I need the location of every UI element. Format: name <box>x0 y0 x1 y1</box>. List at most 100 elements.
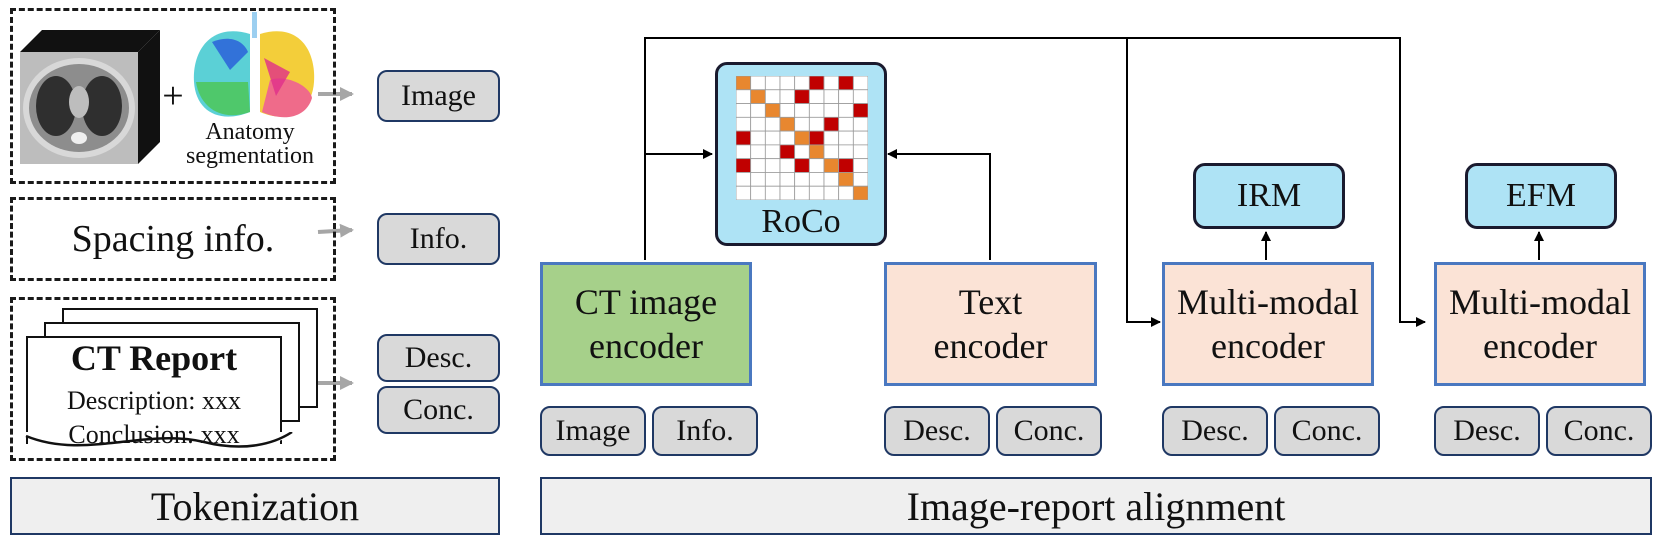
report-title: CT Report <box>70 338 238 378</box>
mm-encoder2-line2: encoder <box>1483 326 1597 366</box>
matrix-diagonal-cell <box>750 89 766 104</box>
matrix-cell <box>764 76 781 91</box>
matrix-cell <box>852 76 868 91</box>
info-token: Info. <box>377 213 500 265</box>
matrix-cell <box>779 185 796 200</box>
matrix-highlight-cell <box>808 76 825 91</box>
matrix-highlight-cell <box>838 158 854 173</box>
matrix-cell <box>750 116 766 132</box>
matrix-highlight-cell <box>736 158 752 173</box>
matrix-cell <box>779 76 796 91</box>
matrix-diagonal-cell <box>808 144 825 160</box>
matrix-cell <box>808 172 825 187</box>
matrix-diagonal-cell <box>838 172 854 187</box>
matrix-cell <box>750 158 766 173</box>
matrix-cell <box>794 172 810 187</box>
top-routing-line <box>644 37 1426 327</box>
matrix-cell <box>764 158 781 173</box>
report-description-line: Description: xxx <box>66 386 242 415</box>
matrix-cell <box>764 185 781 200</box>
matrix-cell <box>750 144 766 160</box>
anatomy-label: Anatomy segmentation <box>160 120 340 168</box>
mm2-desc-token: Desc. <box>1434 406 1540 456</box>
matrix-cell <box>838 89 854 104</box>
roco-label: RoCo <box>761 203 841 240</box>
text-encoder: Text encoder <box>884 262 1097 386</box>
ct-image-encoder: CT image encoder <box>540 262 752 386</box>
matrix-cell <box>736 89 752 104</box>
matrix-cell <box>764 116 781 132</box>
matrix-cell <box>808 89 825 104</box>
ct-encoder-line1: CT image <box>574 282 718 322</box>
matrix-cell <box>750 185 766 200</box>
matrix-cell <box>736 116 752 132</box>
matrix-cell <box>823 130 840 146</box>
multimodal-encoder-efm: Multi-modal encoder <box>1434 262 1646 386</box>
ct-encoder-image-token: Image <box>540 406 646 456</box>
matrix-cell <box>808 116 825 132</box>
matrix-highlight-cell <box>852 103 868 118</box>
matrix-cell <box>794 144 810 160</box>
matrix-cell <box>779 158 796 173</box>
matrix-cell <box>852 144 868 160</box>
matrix-cell <box>794 76 810 91</box>
mm2-conc-token: Conc. <box>1546 406 1652 456</box>
matrix-cell <box>794 103 810 118</box>
matrix-cell <box>764 130 781 146</box>
report-panel <box>10 297 336 461</box>
matrix-cell <box>736 103 752 118</box>
matrix-cell <box>852 172 868 187</box>
image-token: Image <box>377 70 500 122</box>
irm-head: IRM <box>1193 163 1345 229</box>
plus-sign: + <box>162 75 184 117</box>
mm-encoder1-line1: Multi-modal <box>1177 282 1359 322</box>
anatomy-label-line2: segmentation <box>186 143 314 169</box>
matrix-cell <box>838 103 854 118</box>
matrix-cell <box>808 103 825 118</box>
text-encoder-desc-token: Desc. <box>884 406 990 456</box>
matrix-diagonal-cell <box>823 158 840 173</box>
matrix-cell <box>736 185 752 200</box>
mm1-conc-token: Conc. <box>1274 406 1380 456</box>
matrix-cell <box>823 76 840 91</box>
matrix-highlight-cell <box>794 89 810 104</box>
matrix-cell <box>852 130 868 146</box>
matrix-cell <box>838 116 854 132</box>
matrix-cell <box>823 144 840 160</box>
matrix-cell <box>750 103 766 118</box>
mm1-desc-token: Desc. <box>1162 406 1268 456</box>
matrix-highlight-cell <box>794 158 810 173</box>
multimodal-encoder-irm: Multi-modal encoder <box>1162 262 1374 386</box>
matrix-diagonal-cell <box>779 116 796 132</box>
matrix-cell <box>750 172 766 187</box>
lung-segmentation-icon <box>193 12 315 118</box>
matrix-highlight-cell <box>808 130 825 146</box>
report-conclusion-line: Conclusion: xxx <box>68 420 240 449</box>
matrix-cell <box>823 172 840 187</box>
matrix-cell <box>736 172 752 187</box>
text-encoder-line1: Text <box>958 282 1023 322</box>
matrix-diagonal-cell <box>736 76 752 91</box>
conc-token: Conc. <box>377 386 500 434</box>
ct-encoder-line2: encoder <box>589 326 703 366</box>
matrix-cell <box>750 76 766 91</box>
matrix-cell <box>750 130 766 146</box>
matrix-cell <box>764 172 781 187</box>
matrix-diagonal-cell <box>764 103 781 118</box>
matrix-cell <box>779 89 796 104</box>
mm-encoder1-line2: encoder <box>1211 326 1325 366</box>
matrix-cell <box>852 89 868 104</box>
efm-head: EFM <box>1465 163 1617 229</box>
matrix-diagonal-cell <box>794 130 810 146</box>
matrix-cell <box>779 130 796 146</box>
roco-matrix <box>736 76 868 200</box>
tokenization-label: Tokenization <box>10 477 500 535</box>
matrix-highlight-cell <box>823 116 840 132</box>
matrix-cell <box>823 89 840 104</box>
image-input-panel <box>10 8 336 184</box>
matrix-cell <box>764 89 781 104</box>
matrix-cell <box>794 116 810 132</box>
matrix-cell <box>736 144 752 160</box>
matrix-cell <box>808 158 825 173</box>
